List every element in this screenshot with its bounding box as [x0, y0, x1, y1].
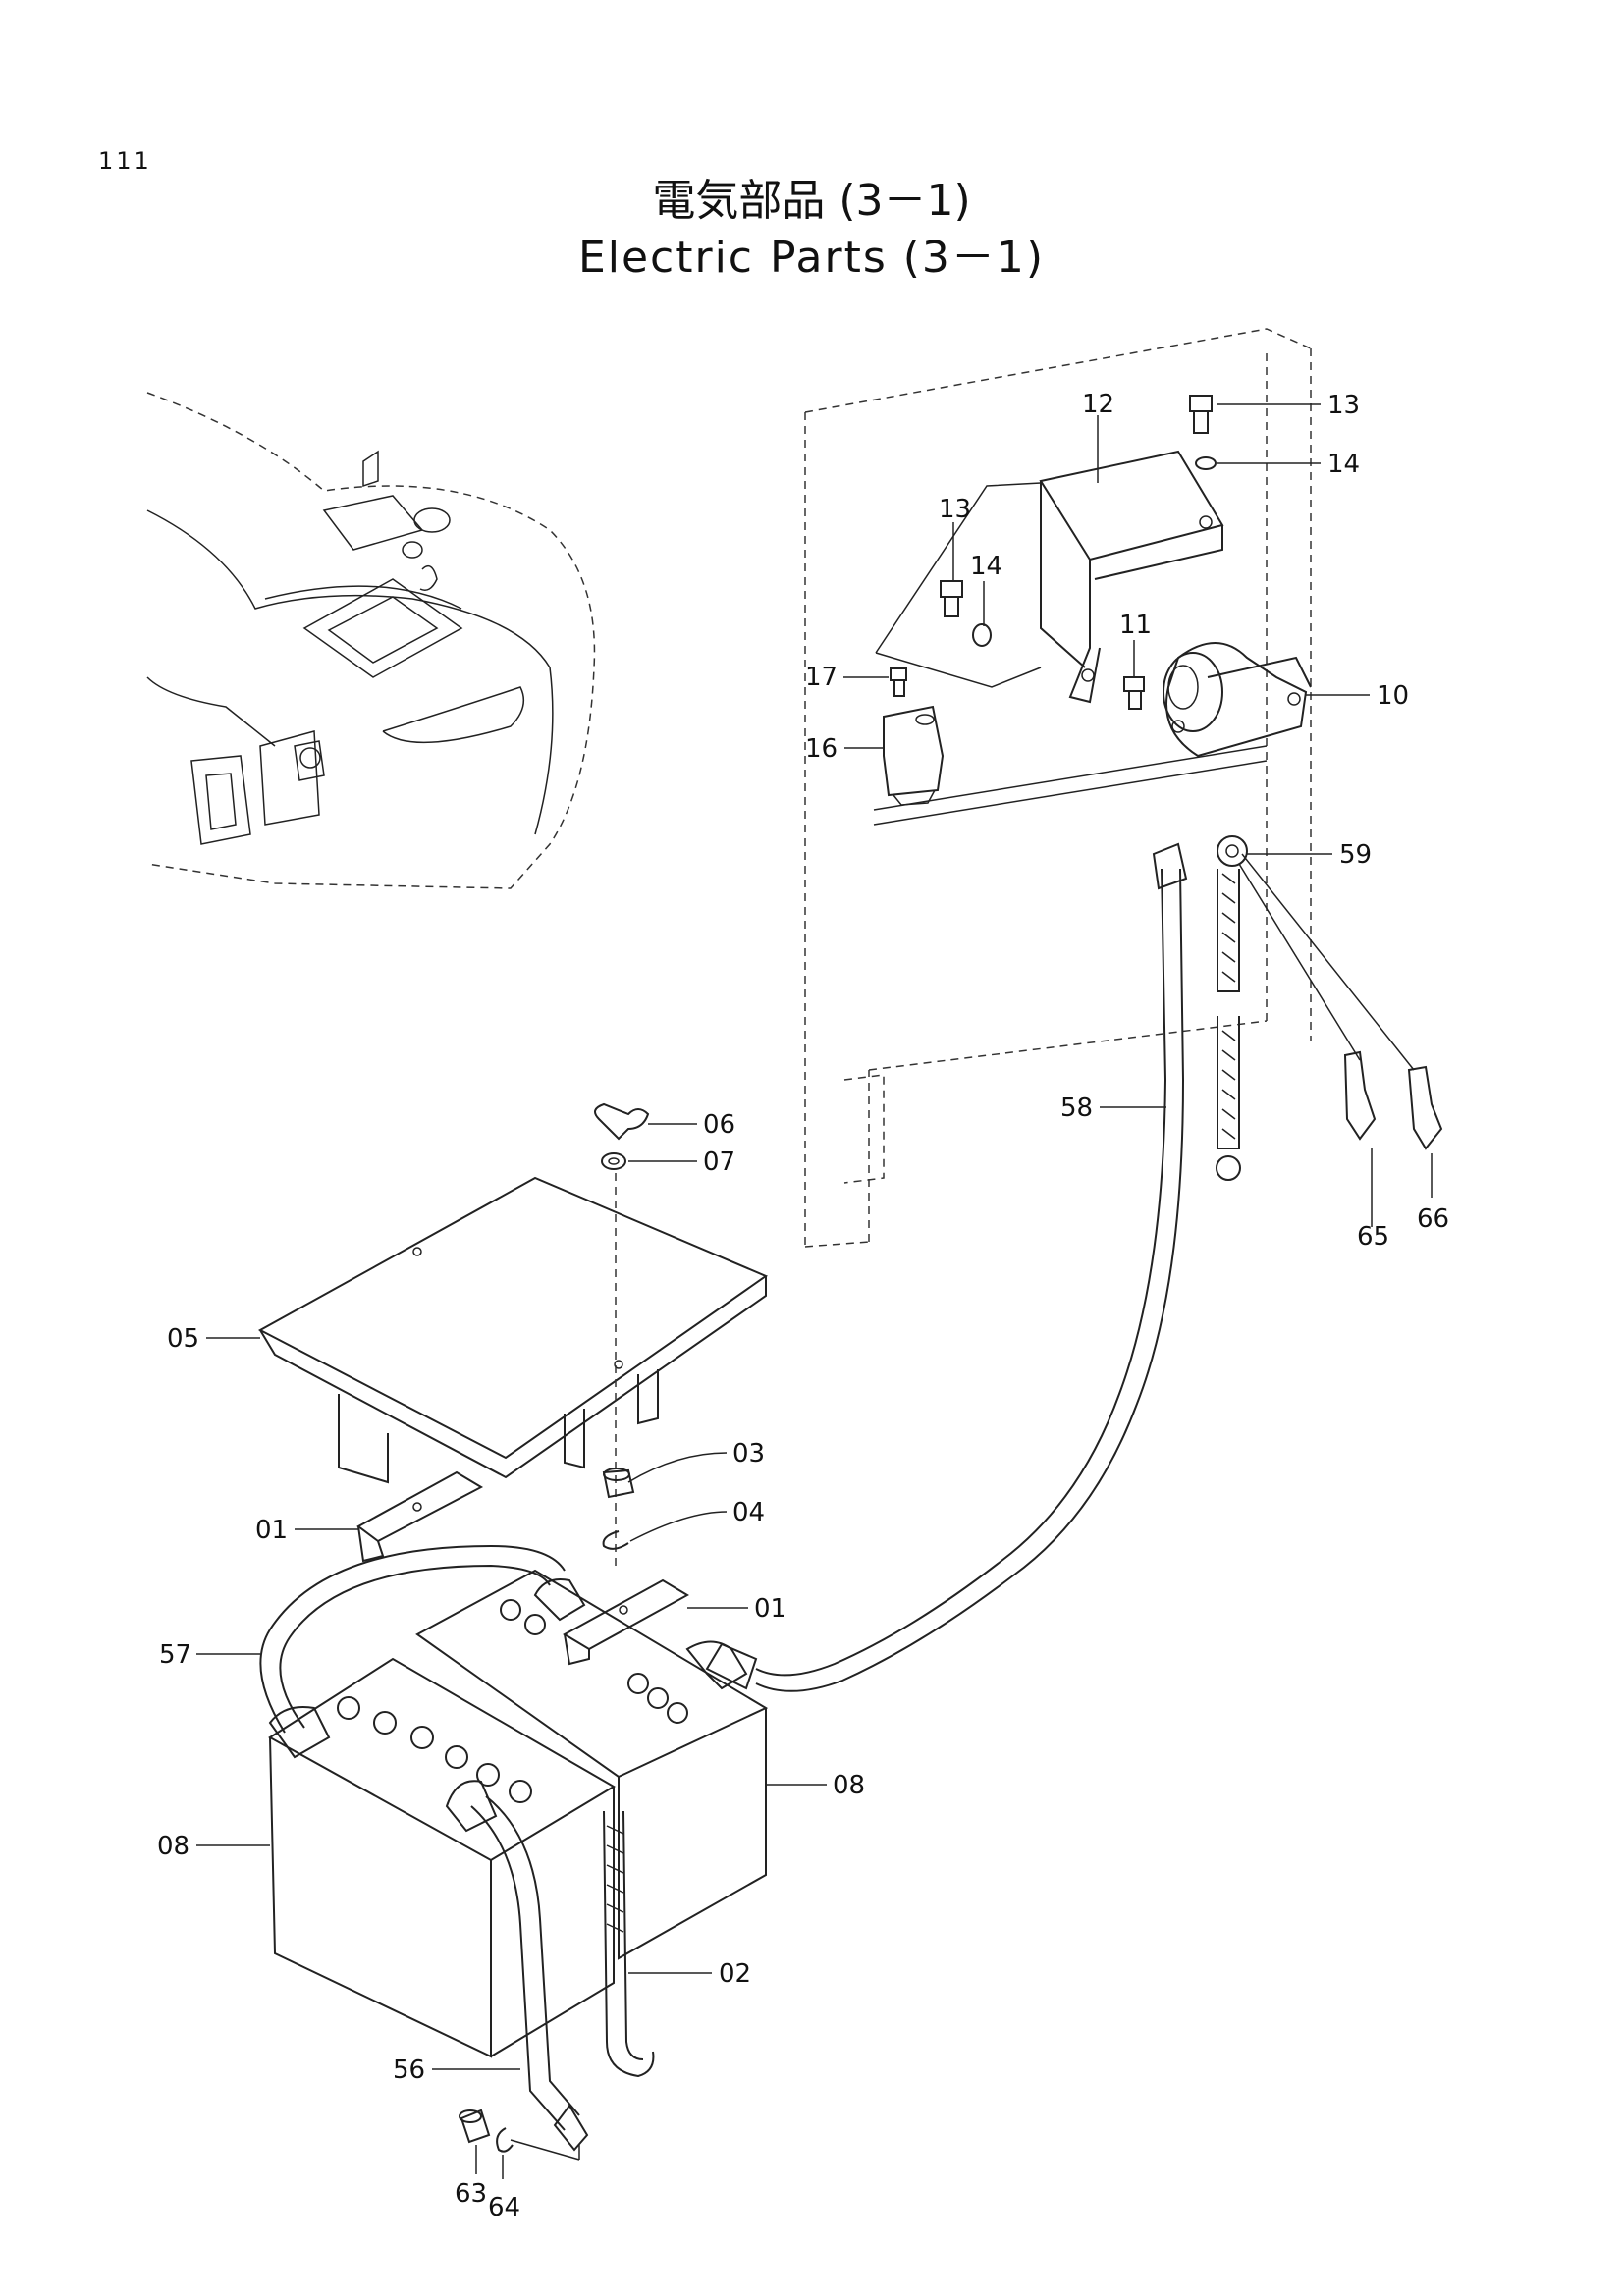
battery-cover-part-05 [257, 1176, 769, 1484]
callout-63: 63 [455, 2179, 487, 2209]
callout-13: 13 [939, 495, 971, 524]
callout-labels: 13 14 12 13 14 11 17 10 16 59 58 65 66 0… [157, 390, 1449, 2222]
callout-08: 08 [157, 1832, 189, 1861]
bolt-part-13-lower [940, 580, 963, 617]
wing-nut-part-06 [594, 1102, 650, 1141]
screw-part-17 [890, 667, 907, 697]
callout-11: 11 [1119, 611, 1152, 640]
washer-part-04 [602, 1530, 629, 1550]
callout-64: 64 [488, 2193, 520, 2222]
callout-03: 03 [732, 1439, 765, 1468]
callout-57: 57 [159, 1640, 191, 1670]
callout-66: 66 [1417, 1204, 1449, 1234]
callout-01: 01 [754, 1594, 786, 1624]
nut-part-63 [459, 2109, 491, 2144]
callout-04: 04 [732, 1498, 765, 1527]
bracket-part-12 [1039, 450, 1224, 704]
terminal-part-66 [1407, 1065, 1443, 1150]
mounting-panel [804, 328, 1312, 1248]
washer-part-64 [496, 2127, 514, 2153]
callout-14: 14 [1327, 450, 1360, 479]
page-title-japanese: 電気部品 (3－1) [652, 176, 971, 226]
callout-16: 16 [805, 734, 838, 764]
callout-02: 02 [719, 1959, 751, 1989]
callout-14: 14 [970, 552, 1002, 581]
bolt-part-13-upper [1189, 395, 1213, 434]
relay-part-16 [883, 705, 945, 806]
callout-05: 05 [167, 1324, 199, 1354]
callout-58: 58 [1060, 1094, 1093, 1123]
cable-part-58 [705, 842, 1188, 1692]
callout-01: 01 [255, 1516, 288, 1545]
washer-part-07 [601, 1152, 626, 1170]
callout-59: 59 [1339, 840, 1372, 870]
hold-down-bracket-part-01-right [562, 1578, 690, 1666]
leader-lines [196, 403, 1433, 2179]
page-title-english: Electric Parts (3－1) [577, 233, 1046, 283]
callout-65: 65 [1357, 1222, 1389, 1252]
callout-56: 56 [393, 2056, 425, 2085]
washer-part-14-upper [1195, 456, 1217, 470]
cable-part-56 [445, 1780, 589, 2152]
horn-part-10 [1163, 642, 1312, 758]
machine-overview-illustration [146, 392, 596, 889]
hold-down-bracket-part-01-left [356, 1470, 484, 1563]
callout-08: 08 [833, 1771, 865, 1800]
washer-part-14-lower [972, 623, 992, 647]
bolt-part-11 [1123, 676, 1145, 710]
cable-part-02 [603, 1810, 655, 2078]
battery-part-08-rear [415, 1569, 769, 1960]
battery-part-08-front [268, 1657, 616, 2058]
callout-13: 13 [1327, 391, 1360, 420]
callout-10: 10 [1377, 681, 1409, 711]
cable-part-57 [259, 1544, 566, 1759]
page-number: 111 [98, 147, 152, 175]
callout-17: 17 [805, 663, 838, 692]
callout-12: 12 [1082, 390, 1114, 419]
cable-part-59 [1216, 835, 1415, 1181]
callout-07: 07 [703, 1148, 735, 1177]
nut-part-03 [602, 1468, 635, 1499]
callout-06: 06 [703, 1110, 735, 1140]
terminal-part-65 [1343, 1050, 1377, 1141]
